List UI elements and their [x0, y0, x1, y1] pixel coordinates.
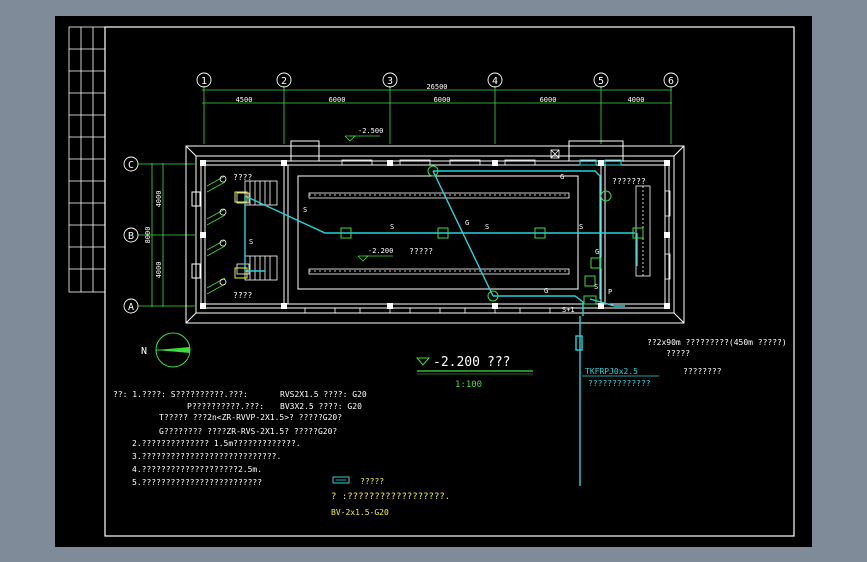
cad-drawing-canvas: 1 2 3 4 5 6 26500 4500 6000 6000 6000 40…	[68, 26, 795, 537]
note-line8: 5.?????????????????????????	[132, 478, 262, 487]
cable-mark-s-5: S	[579, 223, 583, 231]
cable-mark-s-2: S	[249, 238, 253, 246]
scale-title-suffix: ???	[487, 355, 510, 370]
dim-span-5: 4000	[628, 96, 645, 104]
cable-mark-s-1: S	[303, 206, 307, 214]
dim-span-2: 6000	[329, 96, 346, 104]
cable-mark-g-3: G	[544, 287, 548, 295]
dim-span-1: 4500	[236, 96, 253, 104]
axis-label-a: A	[128, 302, 134, 313]
note-line7: 4.????????????????????2.5m.	[132, 465, 262, 474]
drawing-sheet: 1 2 3 4 5 6 26500 4500 6000 6000 6000 40…	[55, 16, 812, 547]
dim-left-2: 4000	[155, 262, 163, 279]
right-note-cable: TKFRPJ0x2.5	[585, 367, 638, 376]
cable-mark-g-1: G	[560, 173, 564, 181]
axis-label-1: 1	[201, 76, 207, 87]
windows	[304, 149, 671, 314]
axis-label-3: 3	[387, 76, 393, 87]
axis-label-b: B	[128, 231, 134, 242]
elevation-mark-top: -2.500	[344, 127, 383, 142]
legend-item2: ? :??????????????????.	[331, 492, 450, 502]
room-label-right: ???????	[612, 177, 646, 186]
elevation-top-label: -2.500	[358, 127, 383, 135]
dim-left-overall: 8000	[144, 227, 152, 244]
dim-overall: 26500	[426, 83, 447, 91]
right-note-line1: ??2x90m ?????????(450m ?????)	[647, 338, 787, 347]
note-line3: T????? ???2n<ZR-RVVP-2X1.5>? ?????G20?	[159, 413, 342, 422]
revision-table	[68, 26, 106, 293]
cable-mark-p: P	[608, 288, 612, 296]
scale-title-elevation: -2.200	[433, 355, 480, 370]
note-line1: ??: 1.????: S??????????.???:	[113, 390, 248, 399]
note-line5: 2.?????????????? 1.5m?????????????.	[132, 439, 301, 448]
note-line6: 3.????????????????????????????.	[132, 452, 281, 461]
right-note-line2: ?????	[666, 349, 690, 358]
cable-mark-s-plus: S+1	[562, 306, 575, 314]
left-axis-bubbles	[123, 156, 139, 314]
note-line2b: BV3X2.5 ????: G20	[280, 402, 362, 411]
north-label: N	[141, 346, 147, 357]
cable-mark-s-4: S	[485, 223, 489, 231]
scale-title-ratio: 1:100	[455, 380, 482, 390]
note-line2: P??????????.???:	[187, 402, 264, 411]
generator-units	[236, 180, 278, 281]
room-label-upper-left: ????	[233, 173, 252, 182]
elevation-mark-middle: -2.200	[357, 247, 393, 262]
legend: ????? ? :??????????????????. BV-2x1.5-G2…	[331, 476, 450, 517]
top-dimension-chain	[202, 86, 672, 144]
room-label-center: ?????	[409, 247, 433, 256]
equipment-racks	[308, 185, 651, 277]
cable-mark-s-6: S	[594, 283, 598, 291]
legend-item1: ?????	[360, 477, 384, 486]
junction-boxes	[234, 165, 644, 305]
scale-title: -2.200 ??? 1:100	[415, 355, 533, 390]
cable-mark-g-2: G	[465, 219, 469, 227]
north-arrow: N	[141, 332, 191, 368]
cable-mark-s-3: S	[390, 223, 394, 231]
cable-mark-g-4: G	[595, 248, 599, 256]
dim-left-1: 4000	[155, 191, 163, 208]
note-line1b: RVS2X1.5 ????: G20	[280, 390, 367, 399]
axis-label-c: C	[128, 160, 134, 171]
dim-span-3: 6000	[434, 96, 451, 104]
light-fixtures	[206, 175, 227, 295]
axis-label-4: 4	[492, 76, 498, 87]
axis-label-6: 6	[668, 76, 674, 87]
right-note-cable-sub: ?????????????	[588, 379, 651, 388]
axis-label-5: 5	[598, 76, 604, 87]
note-line4: G???????? ????ZR-RVS-2X1.5? ?????G20?	[159, 427, 337, 436]
cable-routes	[244, 159, 638, 486]
top-axis-bubbles	[196, 72, 679, 88]
elevation-middle-label: -2.200	[368, 247, 393, 255]
room-label-lower-left: ????	[233, 291, 252, 300]
legend-item3: BV-2x1.5-G20	[331, 508, 389, 517]
right-note-note: ????????	[683, 367, 722, 376]
structural-columns	[200, 160, 670, 309]
axis-label-2: 2	[281, 76, 287, 87]
dim-span-4: 6000	[540, 96, 557, 104]
